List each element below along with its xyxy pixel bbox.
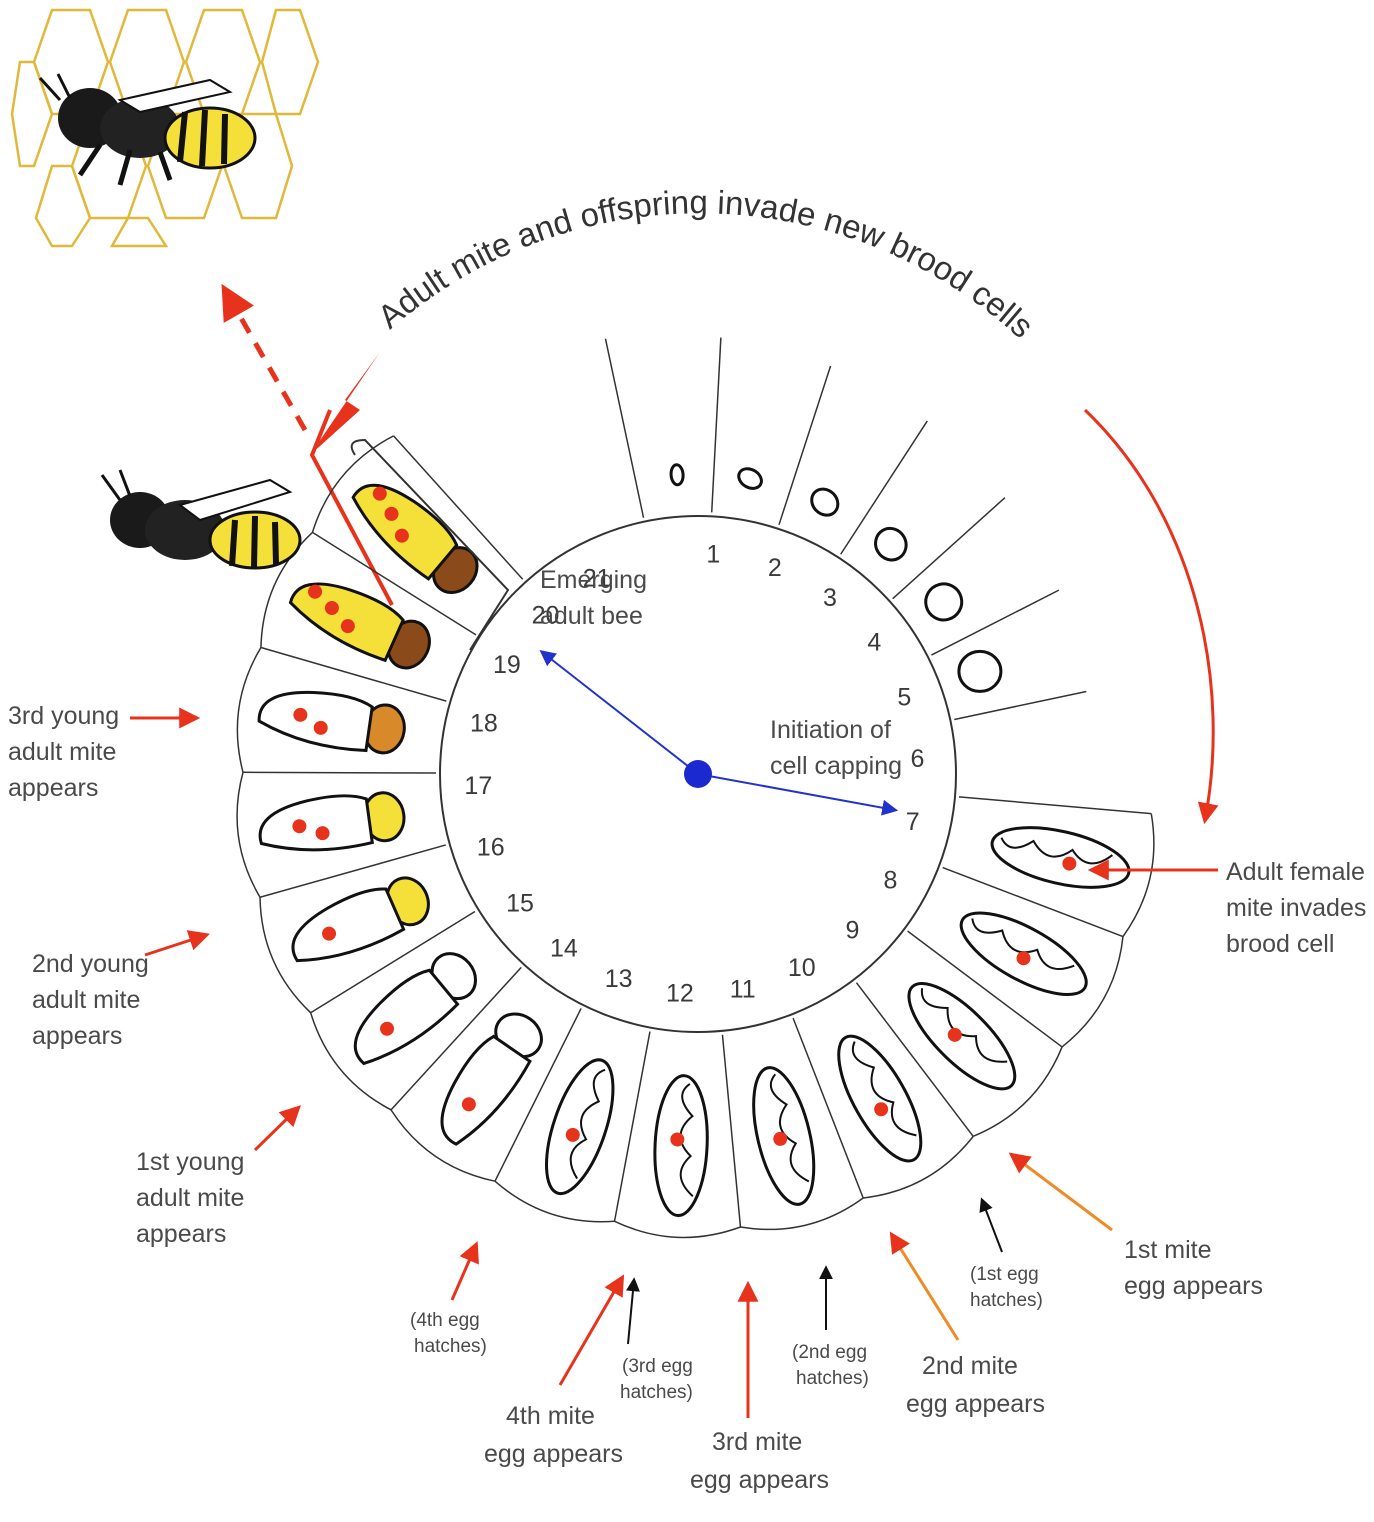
dashed-exit-arrow — [225, 290, 305, 430]
svg-text:hatches): hatches) — [414, 1336, 487, 1357]
egg-icon — [670, 464, 683, 485]
capping-line-1: Initiation of — [770, 716, 891, 744]
svg-text:appears: appears — [8, 774, 98, 802]
invade-arrow — [1085, 410, 1213, 820]
svg-text:egg appears: egg appears — [1124, 1272, 1263, 1300]
capped-cell-wall — [615, 1032, 650, 1222]
day-number-16: 16 — [477, 834, 505, 862]
annotation-third-young: 3rd young adult mite appears — [8, 702, 196, 802]
pupa-icon — [256, 787, 407, 859]
cell-cap — [615, 1221, 741, 1237]
day-number-6: 6 — [911, 745, 925, 773]
svg-text:1st young: 1st young — [136, 1148, 244, 1176]
larva-icon — [986, 816, 1134, 898]
emerging-line-1: Emerging — [540, 566, 647, 594]
day-number-15: 15 — [506, 889, 534, 917]
day-number-8: 8 — [883, 867, 897, 895]
pupa-icon — [284, 569, 438, 676]
larva-icon — [922, 580, 966, 624]
day-number-14: 14 — [550, 934, 578, 962]
open-cell-wall — [605, 339, 643, 518]
annotation-first-hatch: (1st egg hatches) — [970, 1200, 1043, 1311]
emerging-line-2: adult bee — [540, 602, 643, 630]
capped-cell-wall — [722, 1035, 740, 1227]
annotation-fourth-hatch: (4th egg hatches) — [410, 1245, 487, 1357]
day-number-1: 1 — [706, 541, 720, 569]
svg-text:adult mite: adult mite — [136, 1184, 244, 1212]
svg-text:4th mite: 4th mite — [506, 1402, 595, 1430]
svg-text:adult mite: adult mite — [8, 738, 116, 766]
larva-icon — [959, 651, 1001, 691]
svg-text:appears: appears — [136, 1220, 226, 1248]
day-number-3: 3 — [823, 584, 837, 612]
larva-icon — [742, 1062, 825, 1210]
svg-text:hatches): hatches) — [796, 1368, 869, 1389]
larva-icon — [894, 968, 1030, 1104]
svg-text:appears: appears — [32, 1022, 122, 1050]
svg-text:(4th egg: (4th egg — [410, 1310, 480, 1331]
svg-text:hatches): hatches) — [620, 1382, 693, 1403]
day-number-9: 9 — [845, 917, 859, 945]
capped-cell-wall — [243, 772, 436, 773]
svg-text:1st mite: 1st mite — [1124, 1236, 1212, 1264]
day-number-17: 17 — [464, 772, 492, 800]
pupa-icon — [343, 469, 488, 603]
svg-text:mite invades: mite invades — [1226, 894, 1366, 922]
pupa-icon — [256, 684, 407, 757]
annotation-second-young: 2nd young adult mite appears — [32, 935, 206, 1050]
day-number-4: 4 — [867, 628, 881, 656]
open-cell-wall — [954, 691, 1086, 719]
day-number-7: 7 — [906, 808, 920, 836]
day-number-19: 19 — [493, 651, 521, 679]
svg-text:egg appears: egg appears — [484, 1440, 623, 1468]
svg-text:egg appears: egg appears — [906, 1390, 1045, 1418]
svg-text:(2nd egg: (2nd egg — [792, 1342, 867, 1363]
arc-title: Adult mite and offspring invade new broo… — [371, 183, 1041, 345]
larva-icon — [870, 523, 912, 566]
svg-text:egg appears: egg appears — [690, 1466, 829, 1494]
day-number-11: 11 — [730, 975, 756, 1003]
larva-icon — [950, 897, 1098, 1010]
svg-text:hatches): hatches) — [970, 1290, 1043, 1311]
larva-icon — [652, 1075, 710, 1217]
open-cell-wall — [712, 338, 721, 513]
cell-cap — [237, 772, 260, 897]
larva-icon — [533, 1052, 627, 1201]
svg-text:Adult female: Adult female — [1226, 858, 1365, 886]
annotation-third-hatch: (3rd egg hatches) — [620, 1280, 693, 1403]
annotation-third-egg: 3rd mite egg appears — [690, 1285, 829, 1494]
annotation-first-egg: 1st mite egg appears — [1012, 1155, 1263, 1300]
day-number-18: 18 — [470, 709, 498, 737]
capped-cell-wall — [959, 797, 1151, 814]
clock-center — [684, 760, 712, 788]
svg-text:2nd mite: 2nd mite — [922, 1352, 1018, 1380]
svg-text:(3rd egg: (3rd egg — [622, 1356, 693, 1377]
svg-text:3rd young: 3rd young — [8, 702, 119, 730]
annotation-fourth-egg: 4th mite egg appears — [484, 1278, 623, 1468]
cell-cap — [237, 647, 261, 772]
egg-icon — [735, 465, 765, 493]
pupa-icon — [425, 1004, 551, 1154]
egg-icon — [806, 484, 843, 521]
day-number-10: 10 — [788, 954, 816, 982]
capping-line-2: cell capping — [770, 752, 902, 780]
day-number-2: 2 — [768, 554, 782, 582]
annotation-second-hatch: (2nd egg hatches) — [792, 1268, 869, 1389]
svg-text:2nd young: 2nd young — [32, 950, 149, 978]
exit-arrowhead — [310, 352, 380, 455]
larva-icon — [823, 1025, 937, 1173]
annotation-adult-female: Adult female mite invades brood cell — [1092, 858, 1366, 958]
day-number-13: 13 — [605, 965, 633, 993]
bee-icon — [102, 470, 300, 568]
svg-text:adult mite: adult mite — [32, 986, 140, 1014]
svg-text:(1st egg: (1st egg — [970, 1264, 1039, 1285]
annotation-first-young: 1st young adult mite appears — [136, 1108, 298, 1248]
annotation-second-egg: 2nd mite egg appears — [892, 1235, 1045, 1418]
day-number-5: 5 — [897, 684, 911, 712]
pupa-icon — [340, 942, 486, 1075]
svg-text:3rd mite: 3rd mite — [712, 1428, 802, 1456]
svg-text:brood cell: brood cell — [1226, 930, 1334, 958]
day-number-12: 12 — [666, 979, 694, 1007]
